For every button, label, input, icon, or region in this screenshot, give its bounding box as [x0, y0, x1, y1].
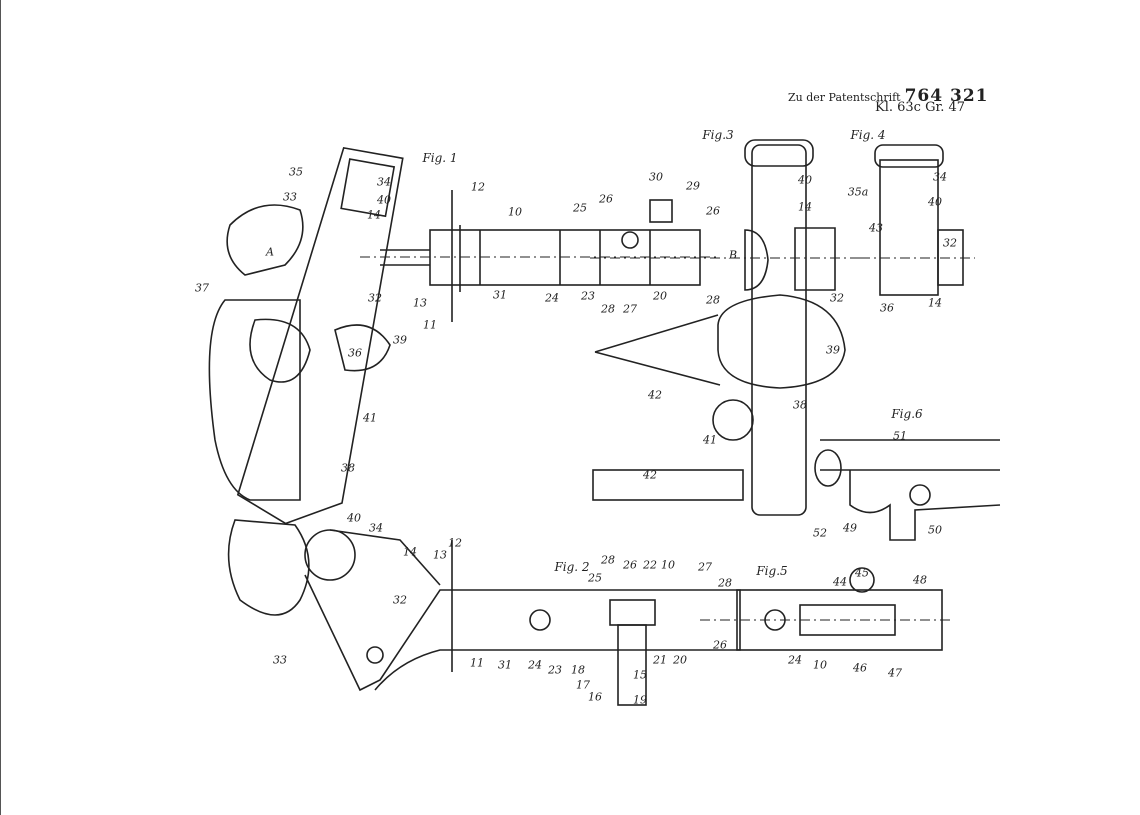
reference-numeral: 12 — [448, 536, 462, 550]
reference-numeral: 17 — [576, 678, 590, 692]
reference-numeral: 23 — [581, 289, 595, 303]
reference-numeral: 46 — [853, 661, 867, 675]
fig5-drawing — [700, 567, 950, 651]
reference-numeral: 20 — [673, 653, 687, 667]
patent-number: 764 321 — [904, 86, 989, 106]
header-prefix: Zu der Patentschrift — [788, 91, 901, 104]
reference-numeral: 10 — [813, 658, 827, 672]
fig3-drawing — [590, 139, 860, 516]
reference-numeral: 40 — [928, 195, 942, 209]
reference-numeral: 41 — [703, 433, 717, 447]
figure-label: Fig. 4 — [850, 128, 886, 142]
reference-numeral: 51 — [893, 429, 907, 443]
reference-numeral: 14 — [403, 545, 417, 559]
figure-label: Fig.6 — [891, 407, 923, 421]
reference-numeral: 13 — [413, 296, 427, 310]
reference-numeral: 21 — [653, 653, 667, 667]
reference-numeral: 26 — [706, 204, 720, 218]
reference-numeral: 36 — [880, 301, 894, 315]
reference-numeral: 15 — [633, 668, 647, 682]
reference-numeral: 28 — [601, 302, 615, 316]
reference-numeral: 31 — [493, 288, 507, 302]
reference-numeral: 18 — [571, 663, 585, 677]
reference-numeral: 25 — [573, 201, 587, 215]
reference-numeral: 34 — [377, 175, 391, 189]
reference-numeral: 48 — [913, 573, 927, 587]
reference-numeral: 16 — [588, 690, 602, 704]
figure-label: Fig.5 — [756, 564, 788, 578]
reference-numeral: 24 — [545, 291, 559, 305]
reference-numeral: A — [266, 245, 274, 259]
reference-numeral: 10 — [661, 558, 675, 572]
reference-numeral: 38 — [341, 461, 355, 475]
page-edge-line — [0, 0, 1, 815]
reference-numeral: 27 — [698, 560, 712, 574]
reference-numeral: 33 — [283, 190, 297, 204]
reference-numeral: 47 — [888, 666, 902, 680]
figure-label: Fig. 2 — [554, 560, 590, 574]
reference-numeral: 20 — [653, 289, 667, 303]
reference-numeral: 38 — [793, 398, 807, 412]
reference-numeral: 40 — [798, 173, 812, 187]
reference-numeral: 19 — [633, 693, 647, 707]
reference-numeral: 23 — [548, 663, 562, 677]
reference-numeral: 14 — [928, 296, 942, 310]
patent-classification: Kl. 63c Gr. 47 — [875, 100, 966, 115]
reference-numeral: 26 — [623, 558, 637, 572]
reference-numeral: 11 — [423, 318, 437, 332]
reference-numeral: 32 — [368, 291, 382, 305]
reference-numeral: 49 — [843, 521, 857, 535]
reference-numeral: 25 — [588, 571, 602, 585]
reference-numeral: 52 — [813, 526, 827, 540]
reference-numeral: 44 — [833, 575, 847, 589]
reference-numeral: 39 — [826, 343, 840, 357]
reference-numeral: 32 — [943, 236, 957, 250]
reference-numeral: 32 — [830, 291, 844, 305]
reference-numeral: 43 — [869, 221, 883, 235]
fig4-drawing — [860, 144, 975, 296]
fig2-drawing — [304, 529, 741, 706]
reference-numeral: 32 — [393, 593, 407, 607]
reference-numeral: B — [728, 248, 738, 262]
reference-numeral: 14 — [367, 208, 381, 222]
reference-numeral: 26 — [713, 638, 727, 652]
fig6-drawing — [814, 439, 1001, 541]
reference-numeral: 24 — [528, 658, 542, 672]
reference-numeral: 45 — [855, 566, 869, 580]
reference-numeral: 39 — [393, 333, 407, 347]
reference-numeral: 27 — [623, 302, 637, 316]
reference-numeral: 28 — [706, 293, 720, 307]
reference-numeral: 42 — [643, 468, 657, 482]
reference-numeral: 10 — [508, 205, 522, 219]
reference-numeral: 41 — [363, 411, 377, 425]
reference-numeral: 11 — [470, 656, 484, 670]
reference-numeral: 34 — [369, 521, 383, 535]
reference-numeral: 28 — [718, 576, 732, 590]
reference-numeral: 36 — [348, 346, 362, 360]
reference-numeral: 31 — [498, 658, 512, 672]
reference-numeral: 35a — [847, 185, 869, 199]
reference-numeral: 26 — [599, 192, 613, 206]
reference-numeral: 30 — [649, 170, 663, 184]
reference-numeral: 40 — [347, 511, 361, 525]
reference-numeral: 42 — [648, 388, 662, 402]
reference-numeral: 37 — [195, 281, 209, 295]
reference-numeral: 50 — [928, 523, 942, 537]
figure-label: Fig.3 — [702, 128, 734, 142]
reference-numeral: 29 — [686, 179, 700, 193]
reference-numeral: 12 — [471, 180, 485, 194]
figure-label: Fig. 1 — [422, 151, 458, 165]
reference-numeral: 34 — [933, 170, 947, 184]
fig1-drawing — [208, 146, 720, 616]
reference-numeral: 28 — [601, 553, 615, 567]
reference-numeral: 14 — [798, 200, 812, 214]
reference-numeral: 24 — [788, 653, 802, 667]
reference-numeral: 40 — [377, 193, 391, 207]
reference-numeral: 22 — [643, 558, 657, 572]
reference-numeral: 35 — [289, 165, 303, 179]
reference-numeral: 33 — [273, 653, 287, 667]
reference-numeral: 13 — [433, 548, 447, 562]
